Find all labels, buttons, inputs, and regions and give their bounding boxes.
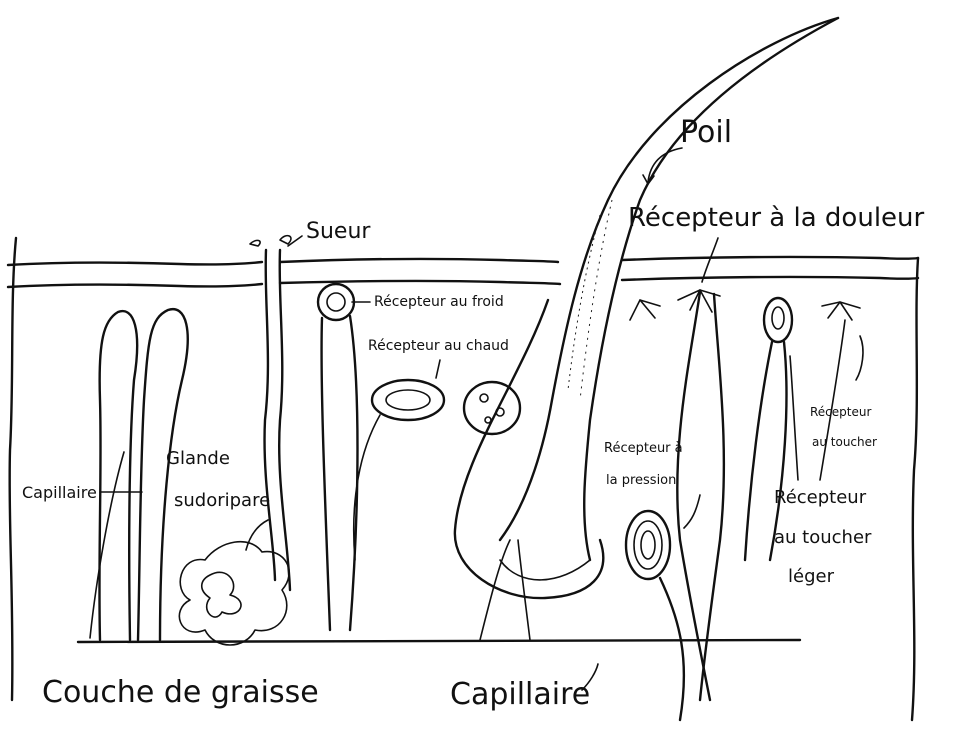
cold-receptor (318, 284, 358, 630)
label-poil: Poil (680, 115, 732, 150)
pressure-receptor (626, 511, 684, 720)
label-recepteur-chaud: Récepteur au chaud (368, 338, 509, 354)
warm-receptor (354, 380, 520, 560)
capillary-loop (99, 309, 187, 640)
bottom-capillary (78, 540, 800, 642)
label-recepteur-toucher-line1: Récepteur (810, 405, 871, 419)
label-recepteur-toucher-leger-line2: au toucher (774, 527, 872, 548)
label-recepteur-douleur: Récepteur à la douleur (628, 203, 925, 233)
sweat-gland (179, 236, 291, 645)
label-glande-line2: sudoripare (174, 490, 270, 511)
label-couche-graisse: Couche de graisse (42, 675, 319, 710)
pain-receptor (630, 290, 724, 700)
label-sueur: Sueur (306, 219, 371, 244)
label-capillaire-bottom: Capillaire (450, 677, 590, 712)
label-glande-line1: Glande (166, 448, 230, 469)
label-recepteur-pression-line2: la pression (606, 473, 676, 488)
label-capillaire-left: Capillaire (22, 483, 97, 502)
touch-receptor (745, 298, 792, 560)
label-recepteur-toucher-line2: au toucher (812, 435, 877, 449)
label-recepteur-toucher-leger-line3: léger (788, 566, 835, 587)
label-recepteur-froid: Récepteur au froid (374, 294, 504, 310)
light-touch-receptor (820, 302, 860, 480)
label-recepteur-toucher-leger-line1: Récepteur (774, 487, 867, 508)
label-recepteur-pression-line1: Récepteur à (604, 441, 683, 456)
